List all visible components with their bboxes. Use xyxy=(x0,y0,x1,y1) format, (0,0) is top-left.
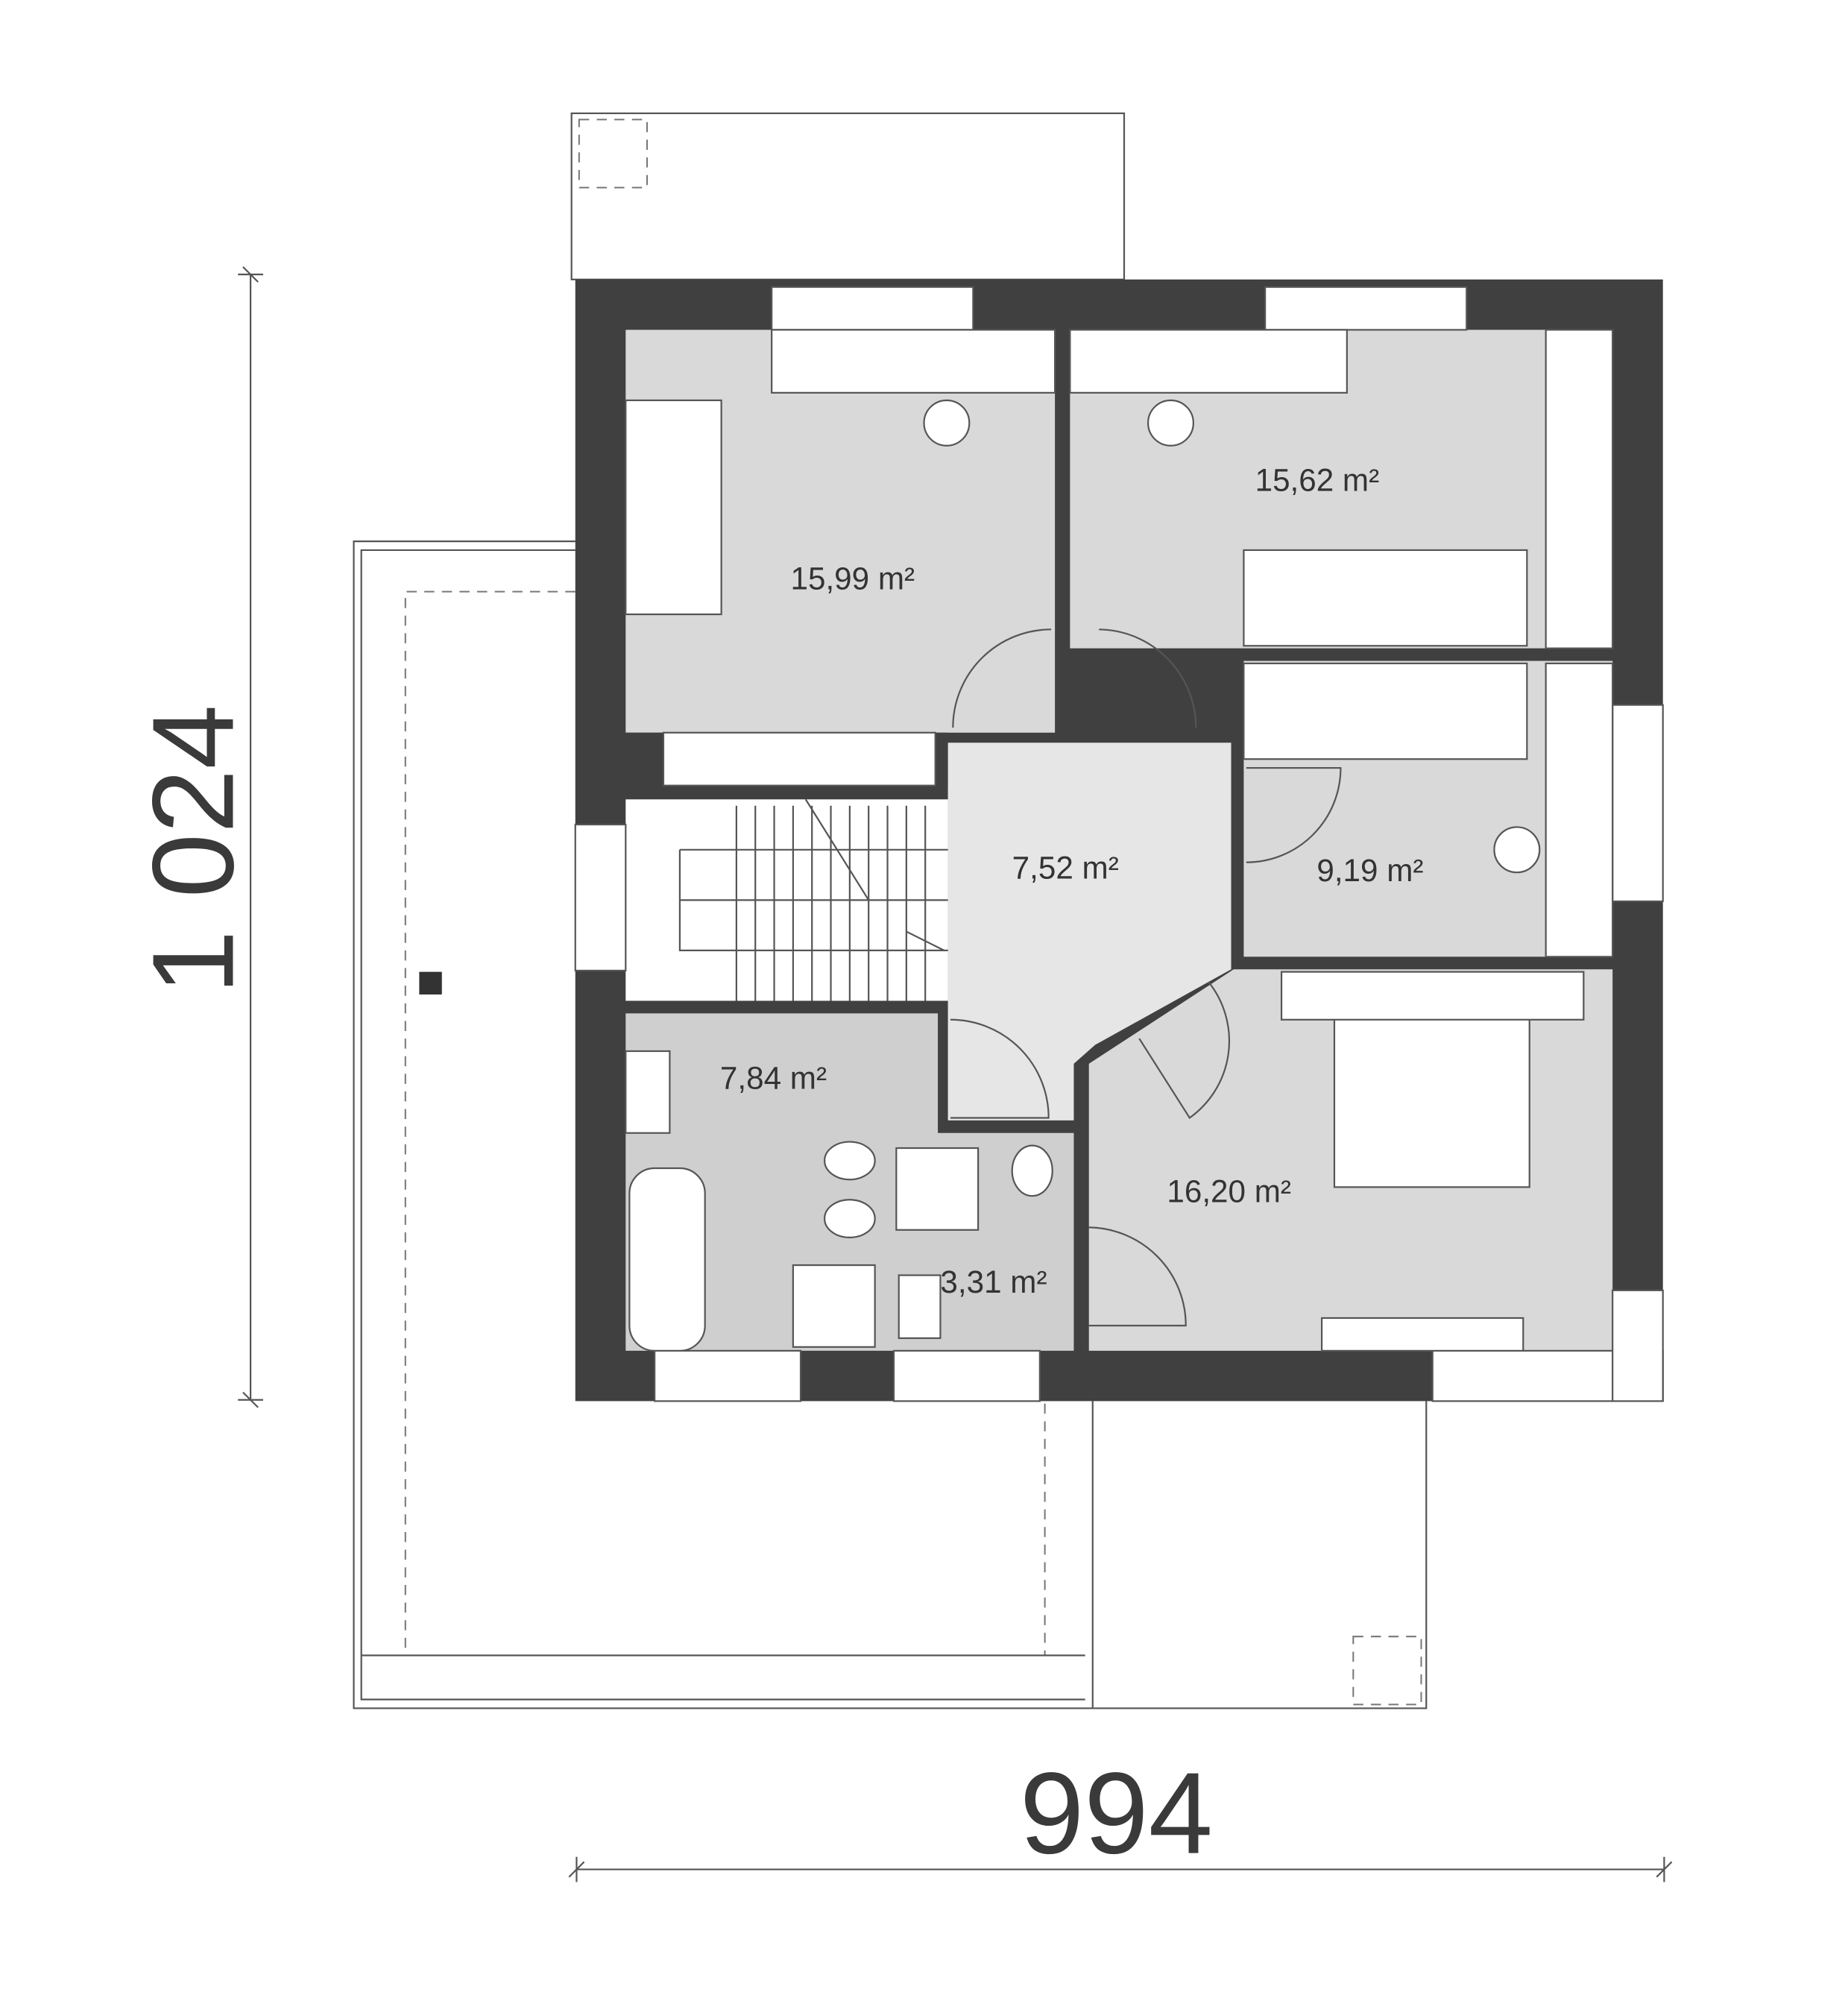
doors xyxy=(950,628,1342,1327)
terrace-outlines xyxy=(353,112,1428,1709)
furniture xyxy=(625,329,1614,1352)
area-bedroom-1: 15,99 m² xyxy=(791,561,915,596)
room-hall xyxy=(947,743,1232,1120)
dimension-lines xyxy=(238,266,1673,1882)
area-bedroom-3: 9,19 m² xyxy=(1316,853,1423,888)
area-bedroom-2: 15,62 m² xyxy=(1255,463,1380,498)
area-wc: 3,31 m² xyxy=(940,1264,1047,1299)
windows xyxy=(574,286,1664,1402)
area-hall: 7,52 m² xyxy=(1012,851,1119,886)
width-dimension: 994 xyxy=(1020,1748,1213,1878)
height-dimension: 1 024 xyxy=(127,704,257,995)
area-bathroom: 7,84 m² xyxy=(720,1061,827,1096)
area-master-bedroom: 16,20 m² xyxy=(1167,1174,1291,1209)
